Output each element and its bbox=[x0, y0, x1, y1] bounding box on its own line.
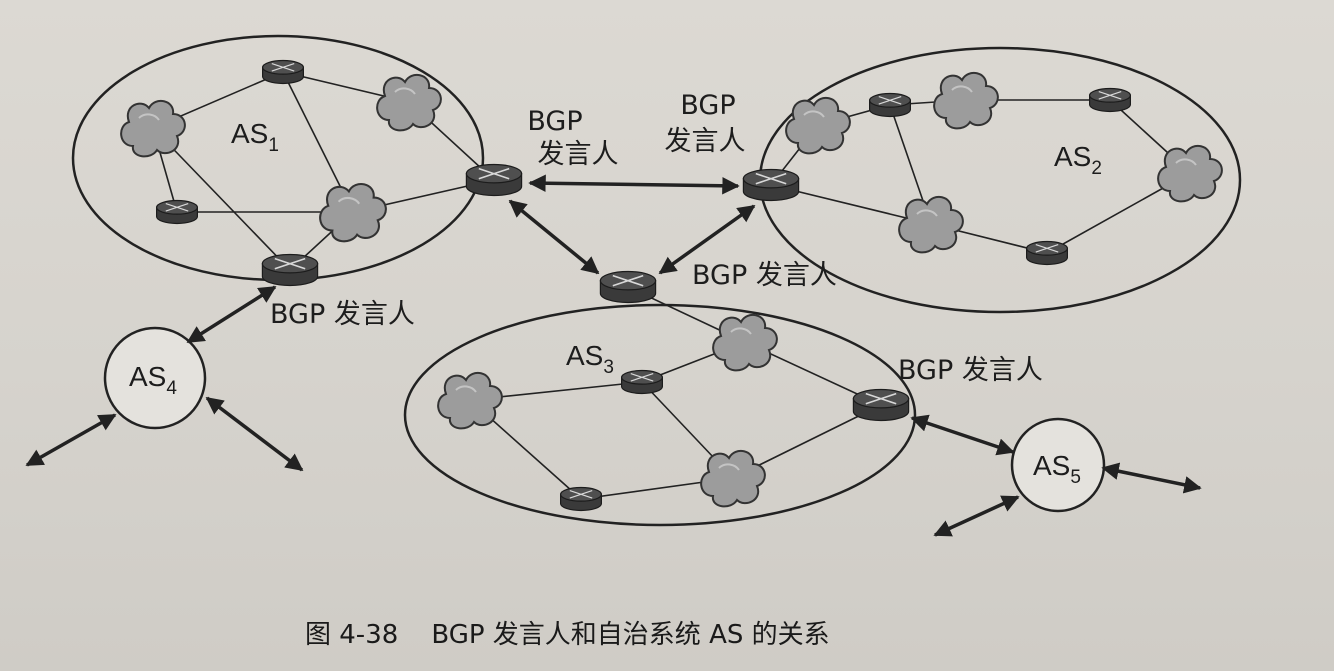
router-icon bbox=[620, 369, 663, 395]
bgp-speaker-router-icon bbox=[852, 388, 910, 422]
bgp-speaker-label-as1-top-line1: BGP bbox=[527, 106, 582, 137]
external-link-as5-left bbox=[933, 495, 1020, 537]
bgp-link-as1-as4 bbox=[186, 285, 277, 344]
bgp-speaker-router-icon bbox=[599, 270, 657, 304]
bgp-speaker-label-as3-top: BGP 发言人 bbox=[692, 260, 837, 291]
cloud-icon bbox=[1157, 144, 1223, 203]
bgp-link-as1-as3 bbox=[508, 199, 600, 275]
external-link-as4-right bbox=[205, 396, 304, 472]
bgp-speaker-router-icon bbox=[465, 163, 523, 197]
cloud-icon bbox=[898, 195, 964, 254]
cloud-icon bbox=[785, 96, 851, 155]
as1-label: AS1 bbox=[231, 118, 279, 156]
bgp-speaker-router-icon bbox=[261, 253, 319, 287]
bgp-link-as2-as3 bbox=[658, 204, 756, 275]
as2-label: AS2 bbox=[1054, 141, 1102, 179]
bgp-speaker-label-as1-top-line2: 发言人 bbox=[538, 139, 619, 170]
as5-label: AS5 bbox=[1033, 450, 1081, 488]
bgp-speaker-label-as1-bottom: BGP 发言人 bbox=[270, 299, 415, 330]
routers bbox=[156, 59, 1131, 512]
router-icon bbox=[559, 486, 602, 512]
figure-caption: 图 4-38 BGP 发言人和自治系统 AS 的关系 bbox=[305, 620, 830, 650]
external-link-as5-right bbox=[1101, 462, 1202, 494]
bgp-speaker-label-as2-line2: 发言人 bbox=[665, 126, 746, 157]
bgp-link-as1-as2 bbox=[528, 174, 740, 195]
router-icon bbox=[156, 199, 199, 225]
router-icon bbox=[868, 92, 911, 118]
cloud-icon bbox=[712, 313, 778, 372]
bgp-speaker-router-icon bbox=[742, 168, 800, 202]
router-icon bbox=[1088, 87, 1131, 113]
as3-label: AS3 bbox=[566, 340, 614, 378]
cloud-icon bbox=[700, 449, 766, 508]
router-icon bbox=[262, 59, 305, 85]
bgp-speaker-label-as3-right: BGP 发言人 bbox=[898, 355, 1043, 386]
cloud-icon bbox=[376, 73, 442, 132]
cloud-icon bbox=[437, 371, 503, 430]
bgp-links bbox=[25, 174, 1202, 537]
router-icon bbox=[1025, 240, 1068, 266]
as4-boundary bbox=[103, 326, 207, 430]
as4-label: AS4 bbox=[129, 361, 177, 399]
cloud-icon bbox=[933, 71, 999, 130]
cloud-icon bbox=[120, 99, 186, 158]
bgp-speaker-label-as2-line1: BGP bbox=[680, 90, 735, 121]
speaker-labels: BGP 发言人 BGP 发言人 BGP 发言人 BGP 发言人 BGP 发言人 bbox=[270, 90, 1043, 386]
external-link-as4-left bbox=[25, 413, 117, 467]
as-labels: AS1 AS2 AS3 AS4 AS5 bbox=[129, 118, 1102, 488]
bgp-link-as3-as5 bbox=[910, 414, 1015, 456]
